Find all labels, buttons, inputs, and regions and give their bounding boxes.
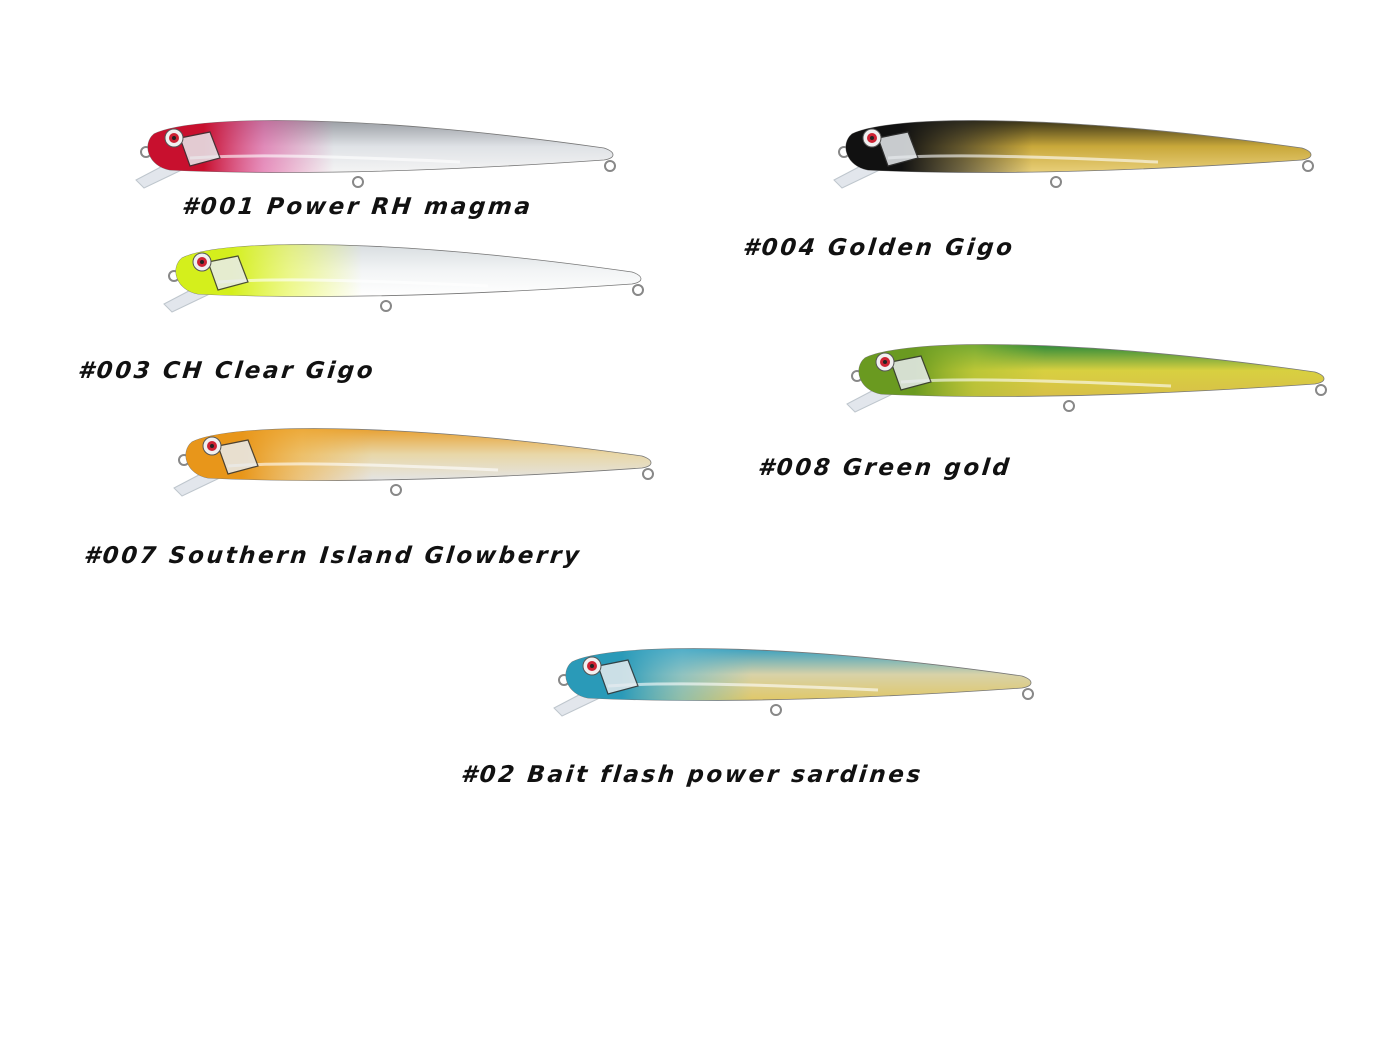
tail-ring (642, 468, 654, 480)
tail-ring (1022, 688, 1034, 700)
tail-ring (632, 284, 644, 296)
tail-ring (1315, 384, 1327, 396)
lure-image-008 (841, 332, 1331, 414)
lure-image-02 (548, 636, 1038, 718)
lure-image-007 (168, 416, 658, 498)
tail-ring (1302, 160, 1314, 172)
product-label-004: #004 Golden Gigo (741, 235, 1017, 261)
lure-image-001 (130, 108, 620, 190)
tail-ring (604, 160, 616, 172)
lure-image-003 (158, 232, 648, 314)
belly-ring (352, 176, 364, 188)
lure-image-004 (828, 108, 1318, 190)
belly-ring (380, 300, 392, 312)
belly-ring (390, 484, 402, 496)
product-label-008: #008 Green gold (756, 455, 1013, 481)
product-label-001: #001 Power RH magma (180, 194, 535, 220)
belly-ring (1063, 400, 1075, 412)
product-label-02: #02 Bait flash power sardines (459, 762, 925, 788)
product-label-007: #007 Southern Island Glowberry (82, 543, 583, 569)
belly-ring (770, 704, 782, 716)
belly-ring (1050, 176, 1062, 188)
product-label-003: #003 CH Clear Gigo (76, 358, 377, 384)
